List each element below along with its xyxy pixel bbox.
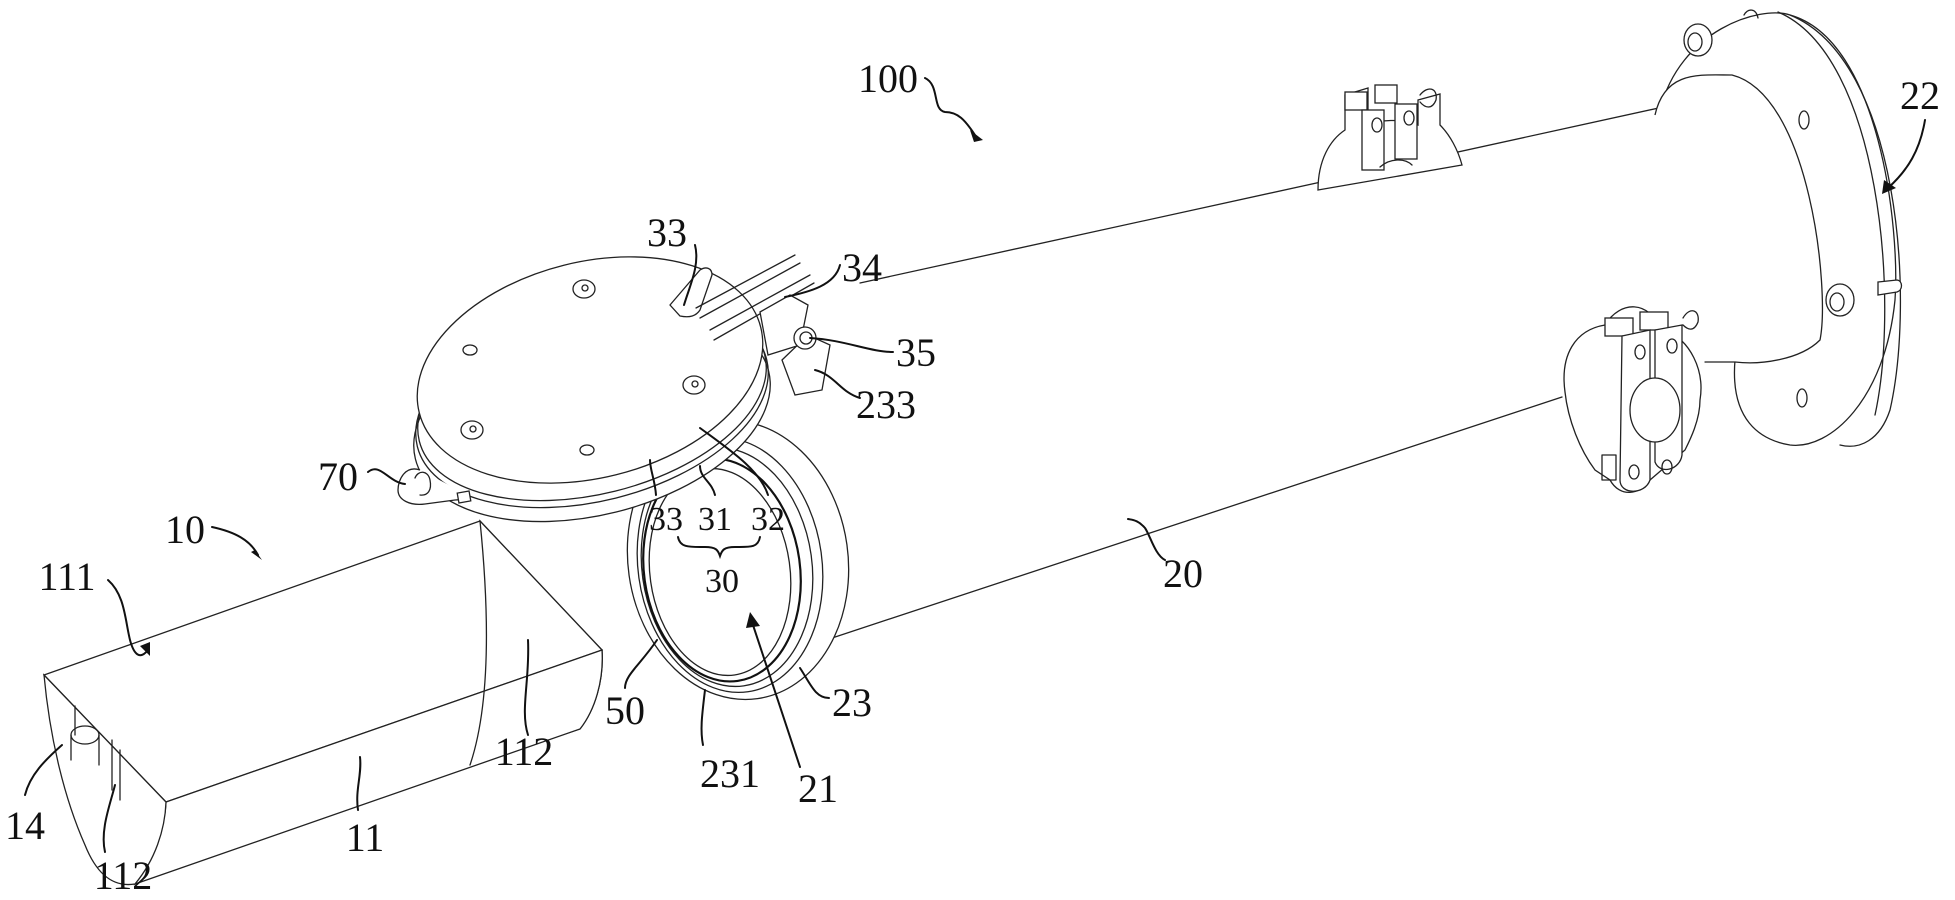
trough-clip — [70, 705, 121, 801]
label-70: 70 — [318, 454, 358, 499]
handle-rod — [709, 274, 811, 331]
leader-23 — [799, 667, 830, 699]
label-112-left: 112 — [94, 853, 153, 898]
clamp-jaw — [1374, 84, 1398, 104]
leader-14 — [24, 744, 63, 796]
leader-70 — [367, 468, 406, 485]
label-23: 23 — [832, 680, 872, 725]
tube-bottom-edge — [825, 396, 1563, 641]
label-33-top: 33 — [647, 210, 687, 255]
clamp-jaw — [1639, 311, 1669, 331]
lid-top-face — [416, 256, 764, 484]
leader-lines — [24, 77, 1926, 853]
flange-pin — [1877, 279, 1903, 296]
arrowhead-111 — [140, 642, 150, 656]
clamp-bore — [1629, 377, 1681, 443]
clamp-jaw — [1344, 91, 1368, 111]
leader-33-top — [683, 244, 698, 306]
trough — [42, 519, 604, 886]
arrowhead-100 — [970, 130, 983, 142]
lid-screw — [682, 375, 706, 395]
leader-33-lower — [649, 459, 657, 496]
label-33-lower: 33 — [649, 501, 683, 538]
label-32: 32 — [751, 501, 785, 538]
tube-end-cap — [1654, 74, 1824, 364]
lid-hole — [462, 344, 478, 356]
label-34: 34 — [842, 245, 882, 290]
label-30: 30 — [705, 563, 739, 600]
arrowhead-22 — [1882, 180, 1896, 194]
flange-rim — [1789, 14, 1902, 447]
wing-nut — [1682, 310, 1699, 330]
lid-screw — [460, 420, 484, 440]
flange-bolt-top — [1683, 23, 1713, 57]
lower-clamp — [1563, 306, 1702, 494]
flange-pin-top — [1743, 9, 1759, 19]
leader-231 — [700, 689, 706, 746]
leader-21 — [751, 621, 801, 768]
label-50: 50 — [605, 688, 645, 733]
end-flange — [1654, 9, 1903, 447]
label-22: 22 — [1900, 73, 1940, 118]
leader-34 — [784, 264, 841, 298]
label-231: 231 — [700, 751, 760, 796]
clamp-body — [1317, 87, 1463, 191]
flange-bolt-lower — [1825, 283, 1855, 317]
lid-hole — [579, 444, 595, 456]
clamp-lug — [1394, 103, 1418, 160]
label-20: 20 — [1163, 551, 1203, 596]
label-112-right: 112 — [495, 729, 554, 774]
clamp-lug — [1361, 109, 1385, 171]
label-233: 233 — [856, 382, 916, 427]
flange-hole — [1796, 388, 1808, 408]
leader-10 — [211, 526, 259, 556]
arrowhead-21 — [746, 612, 760, 628]
label-11: 11 — [346, 815, 385, 860]
leader-112-left — [102, 784, 116, 853]
brace-30 — [677, 536, 761, 560]
upper-clamp — [1317, 84, 1463, 191]
label-31: 31 — [698, 501, 732, 538]
label-111: 111 — [38, 554, 95, 599]
leader-112-right — [523, 639, 530, 736]
handle-rod — [699, 262, 801, 319]
flange-hole — [1798, 110, 1810, 130]
leader-20 — [1127, 518, 1166, 561]
label-35: 35 — [896, 330, 936, 375]
leader-22 — [1887, 119, 1926, 189]
arrowhead-10 — [251, 550, 262, 560]
lid-assembly — [397, 254, 817, 523]
label-14: 14 — [5, 803, 45, 848]
flange-rim-inner — [1777, 11, 1886, 416]
reference-labels: 100 22 33 34 35 233 70 33 31 32 30 10 11… — [5, 56, 1940, 898]
label-100: 100 — [858, 56, 918, 101]
leader-35 — [809, 337, 894, 353]
label-10: 10 — [165, 507, 205, 552]
trough-inner-curve — [469, 520, 488, 766]
leader-100 — [924, 77, 976, 136]
leader-11 — [356, 756, 362, 811]
clamp-jaw — [1604, 317, 1634, 337]
handle-rod — [695, 254, 796, 309]
leader-111 — [107, 579, 149, 657]
leader-50 — [624, 639, 658, 689]
leader-32 — [699, 427, 769, 496]
lid-screw — [572, 279, 596, 299]
leader-31 — [699, 465, 716, 496]
leader-233 — [814, 369, 861, 399]
label-21: 21 — [798, 766, 838, 811]
wing-nut — [1419, 88, 1437, 108]
